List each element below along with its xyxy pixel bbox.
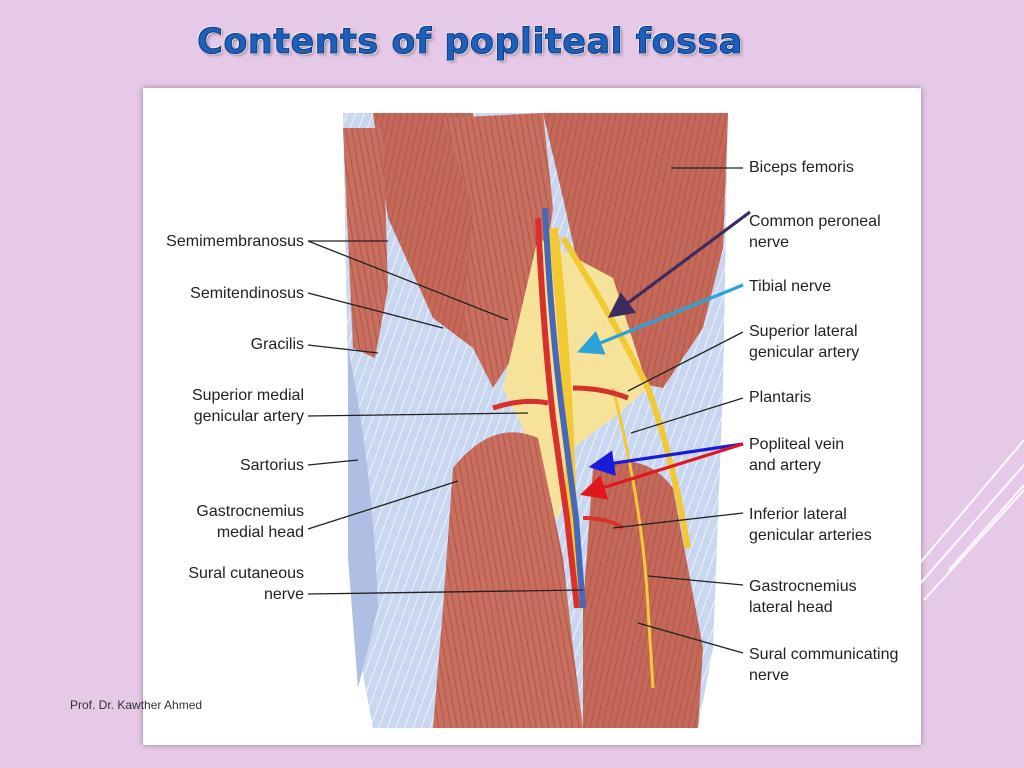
arrow-popliteal-vein [588,442,744,476]
inferior-lateral-genicular-artery-shape [582,516,625,530]
label-sartorius: Sartorius [239,457,304,474]
label-superior-lateral-genicular-artery: Superior lateral genicular artery [749,323,860,361]
superior-lateral-genicular-artery-shape [572,385,629,401]
superior-medial-genicular-artery-shape [492,398,549,411]
medial-tendon-band [348,348,378,688]
label-common-peroneal-nerve: Common peroneal nerve [749,213,881,251]
leader-lines-left [307,240,584,595]
arrow-popliteal-artery [579,442,744,500]
common-peroneal-nerve-shape [560,236,691,549]
gastrocnemius-medial-head [433,432,583,728]
slide-title: Contents of popliteal fossa [197,22,743,63]
label-semitendinosus: Semitendinosus [190,285,304,302]
popliteal-fossa-illustration [307,113,751,728]
author-credit: Prof. Dr. Kawther Ahmed [70,698,203,712]
biceps-femoris-muscle [543,113,728,388]
popliteal-vein-shape [542,207,586,609]
label-gastrocnemius-lateral-head: Gastrocnemius lateral head [749,578,857,616]
label-sural-cutaneous-nerve: Sural cutaneous nerve [188,565,304,603]
tibial-nerve-shape [548,227,586,609]
semitendinosus-muscle [373,113,488,348]
decorative-corner-lines [914,439,1024,601]
label-popliteal-vein-and-artery: Popliteal vein and artery [749,436,845,474]
label-gastrocnemius-medial-head: Gastrocnemius medial head [196,503,304,541]
gracilis-muscle [343,128,388,358]
anatomy-figure: Semimembranosus Semitendinosus Gracilis … [143,88,921,745]
label-sural-communicating-nerve: Sural communicating nerve [749,646,899,684]
label-biceps-femoris: Biceps femoris [749,159,854,176]
popliteal-artery-shape [535,217,580,609]
label-inferior-lateral-genicular-arteries: Inferior lateral genicular arteries [749,506,872,544]
arrow-tibial-nerve [577,283,744,355]
label-superior-medial-genicular-artery: Superior medial genicular artery [191,387,304,425]
label-semimembranosus: Semimembranosus [166,233,304,250]
label-gracilis: Gracilis [250,336,304,353]
sural-communicating-nerve-shape [611,387,655,689]
label-tibial-nerve: Tibial nerve [749,278,832,295]
leader-lines-right [612,167,744,654]
label-plantaris: Plantaris [749,389,812,406]
arrow-common-peroneal-nerve [607,210,751,318]
